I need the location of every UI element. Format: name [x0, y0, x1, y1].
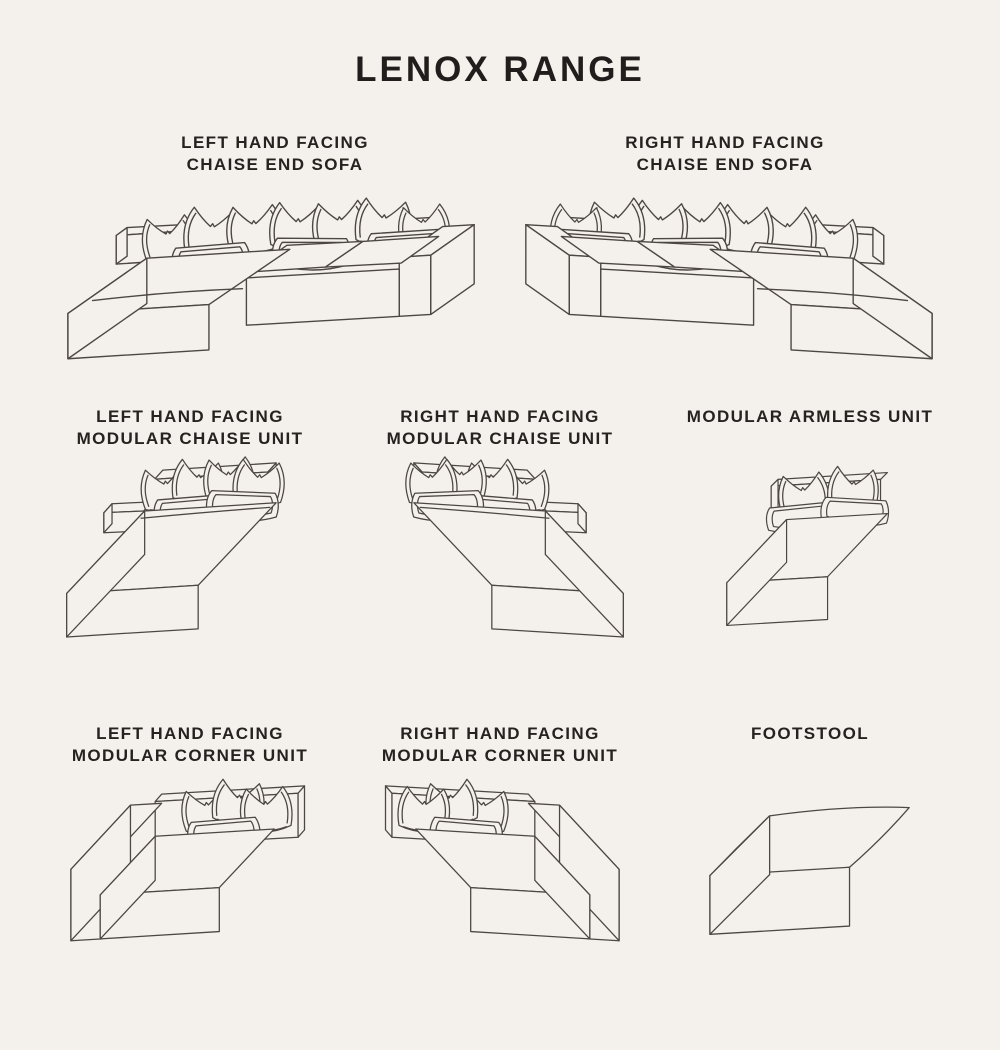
- figure-label: RIGHT HAND FACING MODULAR CORNER UNIT: [382, 723, 618, 773]
- figure-label: FOOTSTOOL: [751, 723, 869, 773]
- page-title: LENOX RANGE: [355, 50, 645, 89]
- figure-label: RIGHT HAND FACING MODULAR CHAISE UNIT: [387, 406, 614, 456]
- label-line-1: LEFT HAND FACING: [96, 723, 284, 743]
- figure-rhf-modular-chaise-unit: RIGHT HAND FACING MODULAR CHAISE UNIT: [345, 406, 655, 643]
- label-line-1: LEFT HAND FACING: [96, 406, 284, 426]
- lhf-modular-corner-unit-illustration: [70, 785, 310, 948]
- figure-label: LEFT HAND FACING CHAISE END SOFA: [181, 132, 369, 182]
- label-line-2: CHAISE END SOFA: [186, 155, 364, 175]
- label-line-2: CHAISE END SOFA: [636, 155, 814, 175]
- figure-rhf-chaise-end-sofa: RIGHT HAND FACING CHAISE END SOFA: [500, 132, 950, 368]
- rhf-modular-corner-unit-illustration: [380, 785, 620, 948]
- figure-footstool: FOOTSTOOL: [655, 723, 965, 941]
- figure-label: LEFT HAND FACING MODULAR CORNER UNIT: [72, 723, 308, 773]
- figure-modular-armless-unit: MODULAR ARMLESS UNIT: [655, 406, 965, 632]
- label-line-1: RIGHT HAND FACING: [400, 406, 600, 426]
- row-chaise-end-sofas: LEFT HAND FACING CHAISE END SOFA RIGHT H…: [0, 132, 1000, 368]
- figure-lhf-modular-chaise-unit: LEFT HAND FACING MODULAR CHAISE UNIT: [35, 406, 345, 643]
- label-line-1: MODULAR ARMLESS UNIT: [686, 406, 934, 426]
- figure-label: LEFT HAND FACING MODULAR CHAISE UNIT: [77, 406, 304, 456]
- label-line-1: FOOTSTOOL: [750, 723, 870, 743]
- rhf-modular-chaise-unit-illustration: [364, 462, 636, 643]
- rhf-chaise-end-sofa-illustration: [513, 200, 937, 368]
- row-chaise-and-armless-units: LEFT HAND FACING MODULAR CHAISE UNIT RIG…: [0, 406, 1000, 643]
- figure-label: RIGHT HAND FACING CHAISE END SOFA: [625, 132, 824, 182]
- lenox-range-diagram: LENOX RANGE LEFT HAND FACING CHAISE END …: [0, 50, 1000, 1050]
- label-line-1: LEFT HAND FACING: [181, 133, 369, 152]
- figure-lhf-modular-corner-unit: LEFT HAND FACING MODULAR CORNER UNIT: [35, 723, 345, 948]
- lhf-chaise-end-sofa-illustration: [63, 200, 487, 368]
- label-line-2: MODULAR CORNER UNIT: [71, 746, 309, 766]
- label-line-1: RIGHT HAND FACING: [625, 133, 825, 152]
- footstool-illustration: [708, 806, 910, 935]
- figure-lhf-chaise-end-sofa: LEFT HAND FACING CHAISE END SOFA: [50, 132, 500, 368]
- figure-label: MODULAR ARMLESS UNIT: [687, 406, 933, 456]
- modular-armless-unit-illustration: [708, 470, 913, 632]
- label-line-1: RIGHT HAND FACING: [400, 723, 600, 743]
- lhf-modular-chaise-unit-illustration: [54, 462, 326, 643]
- label-line-2: MODULAR CHAISE UNIT: [76, 429, 304, 449]
- label-line-2: MODULAR CORNER UNIT: [381, 746, 619, 766]
- row-corner-units-and-footstool: LEFT HAND FACING MODULAR CORNER UNIT RIG…: [0, 723, 1000, 948]
- figure-rhf-modular-corner-unit: RIGHT HAND FACING MODULAR CORNER UNIT: [345, 723, 655, 948]
- label-line-2: MODULAR CHAISE UNIT: [386, 429, 614, 449]
